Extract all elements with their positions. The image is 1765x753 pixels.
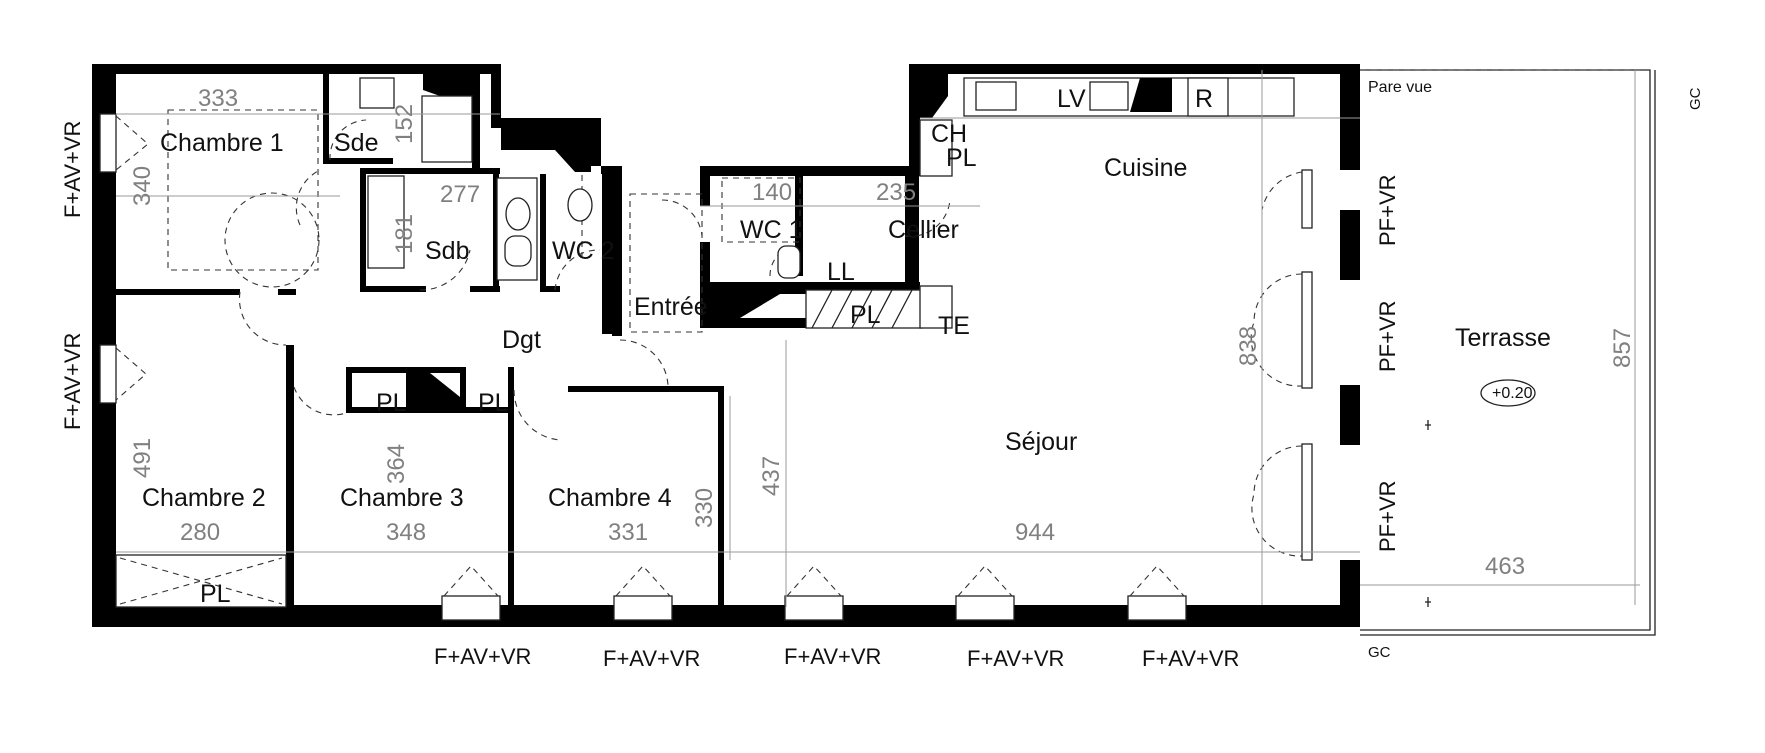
- dim-491: 491: [129, 438, 156, 478]
- label-pl-cuisine: PL: [946, 144, 977, 172]
- room-sejour: Séjour: [1005, 428, 1077, 456]
- dim-330: 330: [691, 488, 718, 528]
- window-label-left-1: F+AV+VR: [60, 121, 85, 218]
- label-pl-chambre-2: PL: [200, 580, 231, 608]
- dim-838: 838: [1235, 326, 1262, 366]
- fixture-labels: LV R CH PL LL PL TE PL PL PL Pare vue GC…: [200, 79, 1704, 661]
- room-dgt: Dgt: [502, 326, 541, 354]
- label-r: R: [1195, 85, 1213, 113]
- window-label-bottom-3: F+AV+VR: [784, 644, 881, 669]
- window-label-left-2: F+AV+VR: [60, 333, 85, 430]
- openings-geometry: [99, 69, 1656, 636]
- dim-857: 857: [1609, 328, 1636, 368]
- room-chambre-4: Chambre 4: [548, 484, 672, 512]
- dim-140: 140: [752, 179, 792, 206]
- dim-280: 280: [180, 519, 220, 546]
- label-pl-cellier: PL: [850, 301, 881, 329]
- french-window-label-1: PF+VR: [1375, 174, 1400, 246]
- room-wc-1: WC 1: [740, 216, 803, 244]
- room-chambre-3: Chambre 3: [340, 484, 464, 512]
- terrace-markers: [1425, 420, 1431, 607]
- label-gc-top: GC: [1687, 87, 1704, 110]
- dim-235: 235: [876, 179, 916, 206]
- dim-152: 152: [391, 104, 418, 144]
- window-label-bottom-5: F+AV+VR: [1142, 646, 1239, 671]
- level-marker: +0.20: [1492, 385, 1533, 402]
- room-labels: Chambre 1 Sde Sdb WC 2 Entrée Dgt WC 1 C…: [142, 129, 1551, 512]
- room-terrasse: Terrasse: [1455, 324, 1551, 352]
- room-entree: Entrée: [634, 293, 708, 321]
- room-cuisine: Cuisine: [1104, 154, 1187, 182]
- dim-364: 364: [383, 444, 410, 484]
- window-label-bottom-4: F+AV+VR: [967, 646, 1064, 671]
- window-label-bottom-2: F+AV+VR: [603, 646, 700, 671]
- room-wc-2: WC 2: [552, 237, 615, 265]
- dim-437: 437: [758, 456, 785, 496]
- dim-944: 944: [1015, 519, 1055, 546]
- room-chambre-1: Chambre 1: [160, 129, 284, 157]
- dim-348: 348: [386, 519, 426, 546]
- dim-340: 340: [129, 166, 156, 206]
- dim-331: 331: [608, 519, 648, 546]
- dim-277: 277: [440, 181, 480, 208]
- french-window-label-3: PF+VR: [1375, 480, 1400, 552]
- label-gc-bottom: GC: [1368, 644, 1391, 661]
- room-sdb: Sdb: [425, 237, 469, 265]
- label-te: TE: [938, 312, 970, 340]
- dim-333: 333: [198, 85, 238, 112]
- dim-463: 463: [1485, 553, 1525, 580]
- label-pl-dgt-2: PL: [478, 389, 509, 417]
- room-cellier: Cellier: [888, 216, 959, 244]
- french-window-label-2: PF+VR: [1375, 300, 1400, 372]
- label-ch: CH: [931, 120, 967, 148]
- room-chambre-2: Chambre 2: [142, 484, 266, 512]
- dim-181: 181: [391, 214, 418, 254]
- label-ll: LL: [827, 258, 855, 286]
- label-pare-vue: Pare vue: [1368, 79, 1432, 96]
- room-sde: Sde: [334, 129, 378, 157]
- window-label-bottom-1: F+AV+VR: [434, 644, 531, 669]
- label-lv: LV: [1057, 85, 1086, 113]
- dimensions: 333 340 152 277 181 140 235 491 364 437 …: [129, 85, 1636, 580]
- opening-labels: F+AV+VR F+AV+VR F+AV+VR F+AV+VR F+AV+VR …: [60, 121, 1400, 671]
- label-pl-dgt-1: PL: [376, 389, 407, 417]
